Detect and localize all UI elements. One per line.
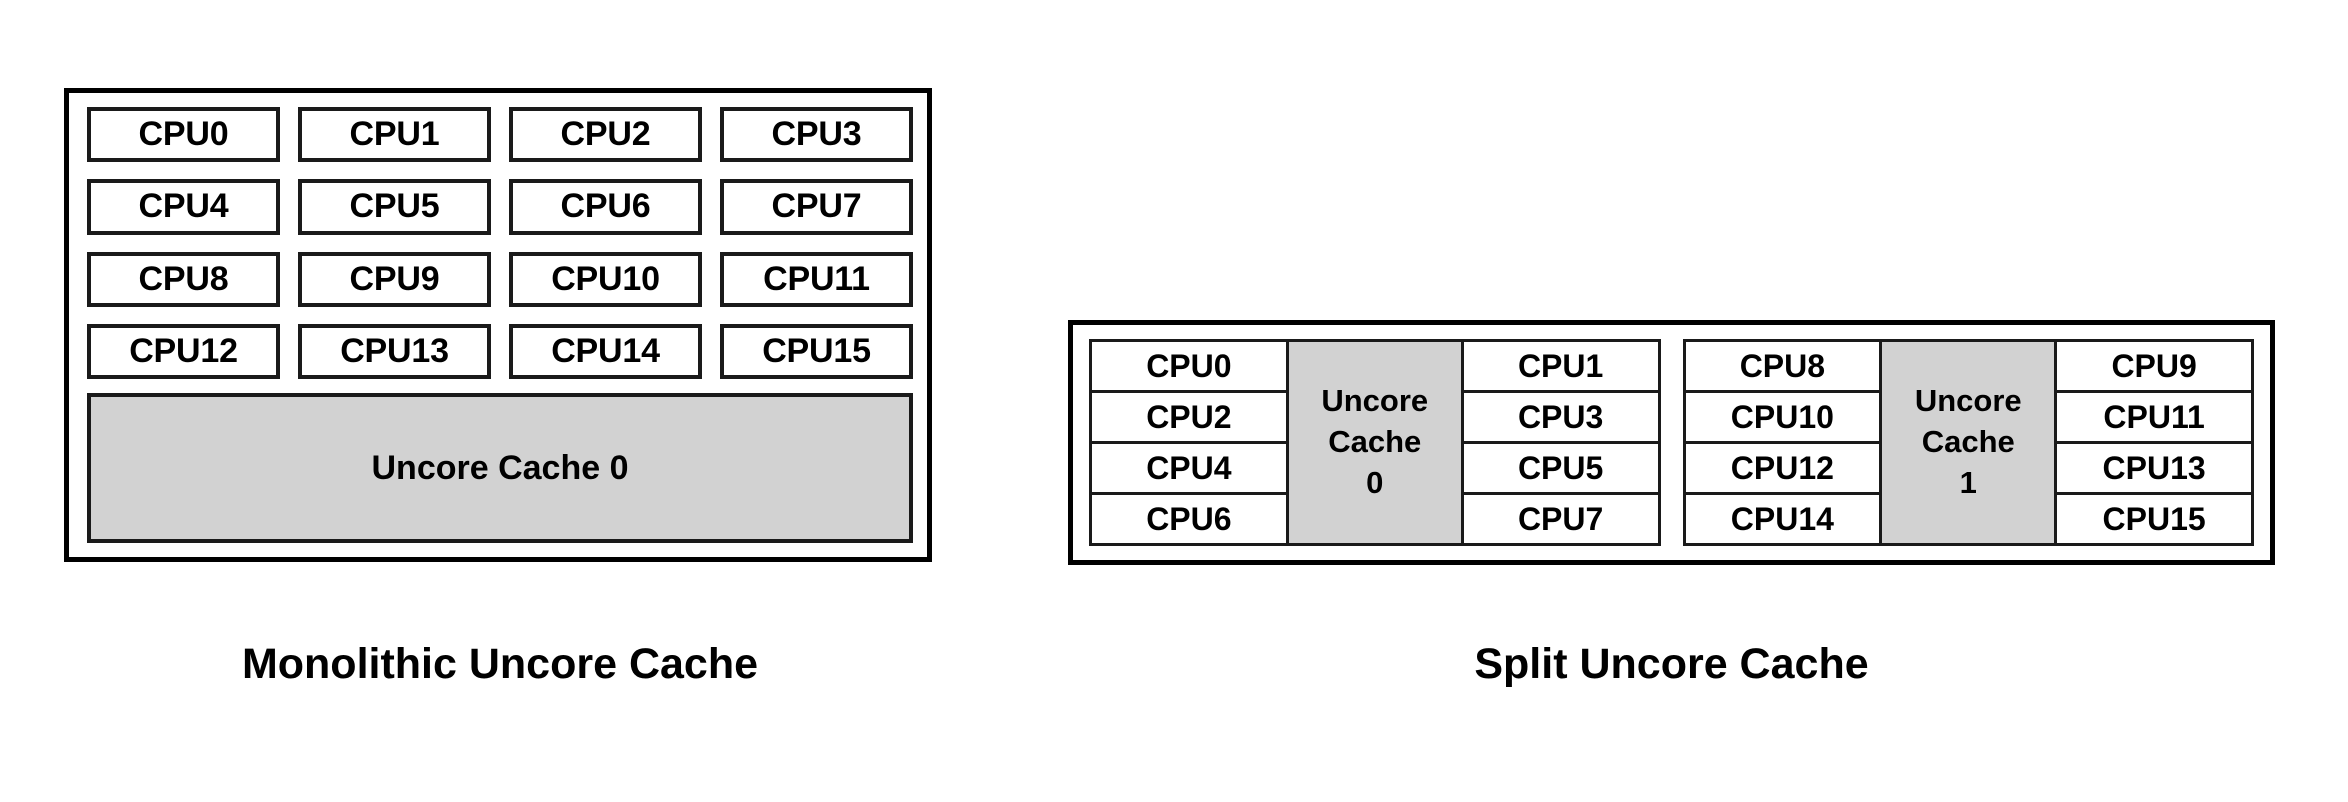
cpu-box: CPU5 (1460, 441, 1661, 495)
split-caption: Split Uncore Cache (1474, 640, 1869, 688)
cpu-box: CPU3 (1460, 390, 1661, 444)
cpu-box: CPU11 (720, 251, 913, 307)
uncore-cache-box: Uncore Cache 1 (1879, 339, 2058, 546)
cpu-box: CPU1 (1460, 339, 1661, 393)
cpu-box: CPU8 (87, 251, 280, 307)
cpu-column-right: CPU1 CPU3 CPU5 CPU7 (1460, 339, 1661, 546)
cpu-box: CPU6 (509, 179, 702, 235)
split-clusters-container: CPU0 CPU2 CPU4 CPU6 Uncore Cache 0 CPU1 … (1089, 339, 2254, 546)
monolithic-cpu-grid: CPU0 CPU1 CPU2 CPU3 CPU4 CPU5 CPU6 CPU7 … (87, 107, 913, 379)
split-cluster: CPU8 CPU10 CPU12 CPU14 Uncore Cache 1 CP… (1682, 339, 2254, 546)
cpu-box: CPU4 (1089, 441, 1289, 495)
uncore-cache-line: 0 (1366, 464, 1384, 500)
uncore-cache-line: Uncore (1321, 383, 1429, 419)
cpu-box: CPU15 (2054, 492, 2254, 546)
split-uncore-diagram: CPU0 CPU2 CPU4 CPU6 Uncore Cache 0 CPU1 … (1068, 320, 2275, 565)
cpu-box: CPU10 (509, 251, 702, 307)
monolithic-caption: Monolithic Uncore Cache (241, 640, 759, 688)
cpu-box: CPU9 (2054, 339, 2254, 393)
cpu-box: CPU13 (298, 323, 491, 379)
cpu-column-left: CPU0 CPU2 CPU4 CPU6 (1089, 339, 1289, 546)
cpu-box: CPU10 (1682, 390, 1883, 444)
cpu-box: CPU4 (87, 179, 280, 235)
cpu-box: CPU7 (720, 179, 913, 235)
cpu-box: CPU11 (2054, 390, 2254, 444)
monolithic-uncore-diagram: CPU0 CPU1 CPU2 CPU3 CPU4 CPU5 CPU6 CPU7 … (64, 88, 932, 562)
cpu-box: CPU7 (1460, 492, 1661, 546)
cpu-box: CPU9 (298, 251, 491, 307)
cpu-box: CPU12 (1682, 441, 1883, 495)
cpu-box: CPU1 (298, 107, 491, 163)
cpu-box: CPU6 (1089, 492, 1289, 546)
cpu-box: CPU0 (1089, 339, 1289, 393)
cpu-box: CPU13 (2054, 441, 2254, 495)
uncore-cache-line: Uncore (1914, 383, 2022, 419)
cpu-box: CPU14 (1682, 492, 1883, 546)
cpu-box: CPU14 (509, 323, 702, 379)
cpu-box: CPU3 (720, 107, 913, 163)
cpu-column-right: CPU9 CPU11 CPU13 CPU15 (2054, 339, 2254, 546)
uncore-cache-box: Uncore Cache 0 (87, 393, 913, 543)
cpu-box: CPU15 (720, 323, 913, 379)
uncore-cache-line: Cache (1921, 424, 2015, 460)
cpu-box: CPU2 (509, 107, 702, 163)
cpu-box: CPU2 (1089, 390, 1289, 444)
uncore-cache-line: Cache (1328, 424, 1422, 460)
cpu-box: CPU8 (1682, 339, 1883, 393)
cpu-box: CPU12 (87, 323, 280, 379)
cpu-column-left: CPU8 CPU10 CPU12 CPU14 (1682, 339, 1883, 546)
split-cluster: CPU0 CPU2 CPU4 CPU6 Uncore Cache 0 CPU1 … (1089, 339, 1661, 546)
uncore-cache-box: Uncore Cache 0 (1285, 339, 1464, 546)
cpu-box: CPU5 (298, 179, 491, 235)
cpu-box: CPU0 (87, 107, 280, 163)
uncore-cache-line: 1 (1959, 464, 1977, 500)
